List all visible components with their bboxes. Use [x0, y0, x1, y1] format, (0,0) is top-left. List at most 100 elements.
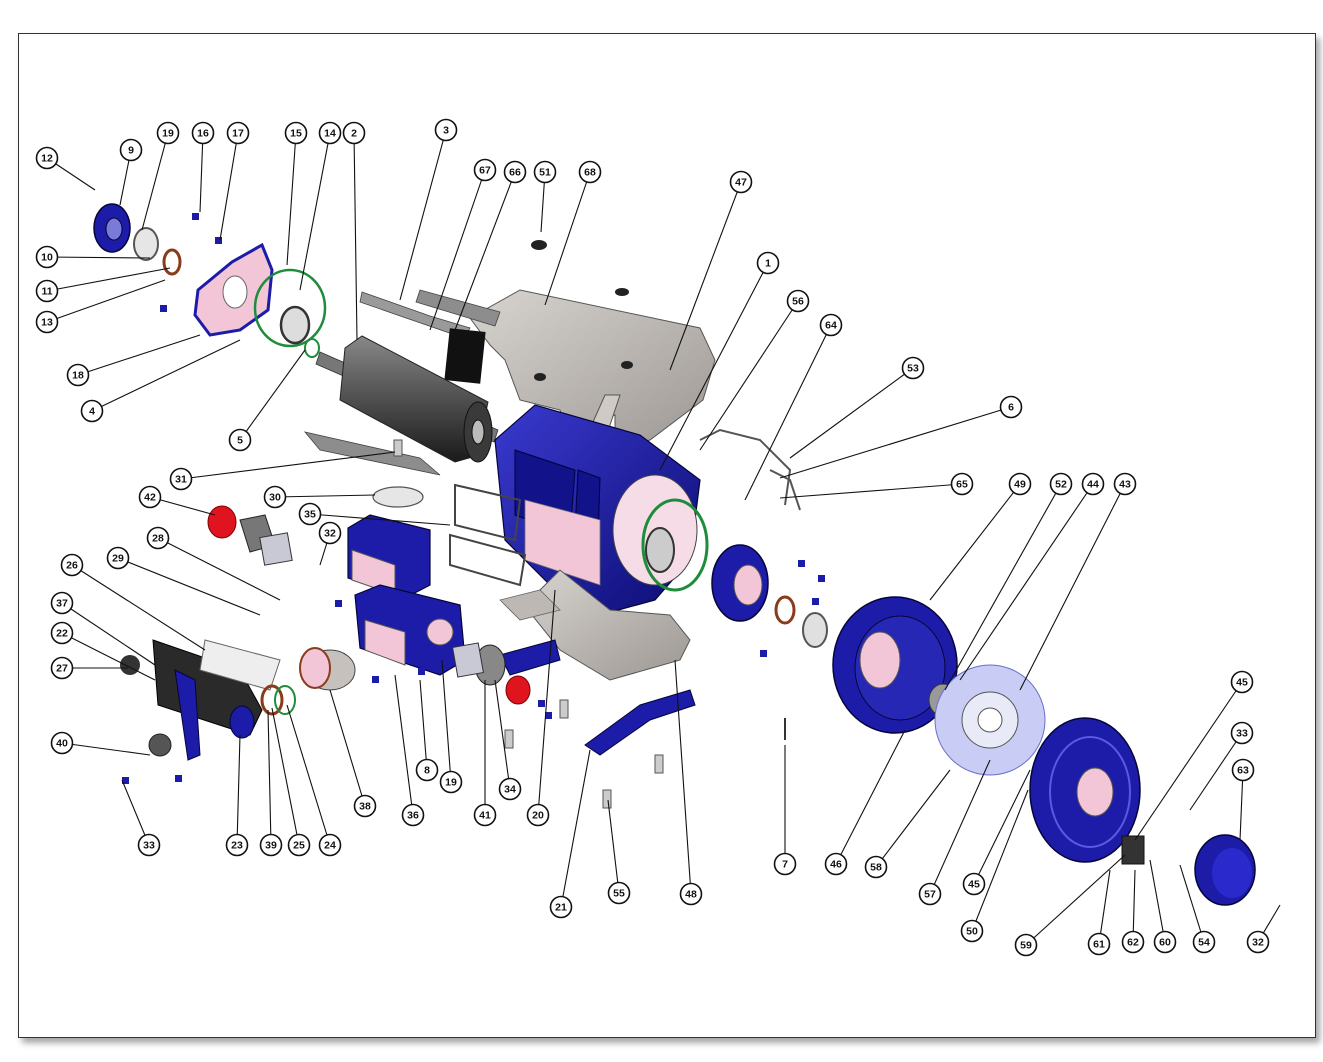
leader-line-18: [77, 334, 201, 376]
leader-line-13: [46, 279, 166, 323]
tube-6: [699, 428, 792, 506]
callout-bubble-49: 49: [1008, 472, 1032, 496]
leader-line-45: [973, 769, 1031, 885]
callout-bubble-21: 21: [549, 895, 573, 919]
bottom-guard-part: [519, 569, 691, 681]
callout-bubble-50: 50: [960, 919, 984, 943]
seal-19-top: [133, 227, 159, 261]
leader-line-2: [353, 132, 358, 341]
gasket-25: [260, 684, 284, 716]
callout-label: 8: [424, 765, 430, 777]
callout-bubble-20: 20: [526, 803, 550, 827]
callout-label: 32: [324, 528, 336, 540]
callout-label: 30: [269, 492, 281, 504]
knob-27: [120, 655, 140, 675]
callout-label: 18: [72, 370, 84, 382]
parts-layer: [93, 203, 1256, 906]
callout-bubble-25: 25: [287, 833, 311, 857]
callout-bubble-57: 57: [918, 882, 942, 906]
callout-label: 51: [539, 167, 551, 179]
callout-bubble-17: 17: [226, 121, 250, 145]
callout-bubble-11: 11: [35, 279, 59, 303]
callout-bubble-24: 24: [318, 833, 342, 857]
red-cap-42: [207, 505, 237, 539]
leader-line-36: [394, 674, 414, 816]
leader-line-8: [419, 679, 428, 771]
callout-bubble-61: 61: [1087, 932, 1111, 956]
leader-line-57: [929, 759, 991, 895]
leader-line-23: [236, 734, 241, 846]
leader-line-11: [46, 267, 171, 292]
callout-bubble-13: 13: [35, 310, 59, 334]
leader-line-28: [157, 537, 281, 601]
callout-bubble-30: 30: [263, 485, 287, 509]
callout-label: 1: [765, 258, 771, 270]
callout-label: 29: [112, 553, 124, 565]
leader-line-62: [1132, 869, 1136, 943]
leader-line-59: [1025, 854, 1126, 946]
filter-flange-left: [259, 532, 293, 566]
callout-bubble-59: 59: [1014, 933, 1038, 957]
fasteners: [122, 213, 825, 784]
leader-line-64: [744, 324, 832, 501]
callout-label: 58: [870, 862, 882, 874]
callout-bubble-14: 14: [318, 121, 342, 145]
leader-line-21: [560, 749, 591, 908]
callout-bubble-43: 43: [1113, 472, 1137, 496]
leader-line-67: [429, 169, 486, 331]
leader-line-6: [779, 406, 1012, 479]
leader-line-22: [61, 632, 156, 681]
leader-line-4: [91, 339, 241, 412]
callout-bubble-3: 3: [434, 118, 458, 142]
callout-bubble-29: 29: [106, 546, 130, 570]
leader-line-33: [121, 779, 150, 846]
callout-label: 34: [504, 784, 516, 796]
plug-top: [615, 288, 629, 296]
gasket-35: [454, 483, 522, 542]
callout-bubble-45: 45: [1230, 670, 1254, 694]
callout-label: 32: [1252, 937, 1264, 949]
filter-flange-right: [452, 642, 484, 678]
callout-label: 45: [1236, 677, 1248, 689]
leader-line-61: [1098, 869, 1111, 945]
callout-label: 21: [555, 902, 567, 914]
callout-bubble-54: 54: [1192, 930, 1216, 954]
callout-bubble-39: 39: [259, 833, 283, 857]
callout-bubble-23: 23: [225, 833, 249, 857]
leader-line-44: [959, 483, 1094, 681]
plug-51: [531, 240, 547, 250]
red-cap-41: [505, 675, 531, 705]
callout-bubble-56: 56: [786, 289, 810, 313]
leader-line-43: [1019, 483, 1126, 691]
leader-line-37: [61, 602, 156, 666]
callout-label: 26: [66, 560, 78, 572]
end-cap-63-face: [1212, 848, 1252, 898]
mounting-foot-21: [584, 689, 696, 756]
callout-label: 45: [968, 879, 980, 891]
leader-line-55: [607, 799, 620, 894]
callout-label: 25: [293, 840, 305, 852]
callout-label: 49: [1014, 479, 1026, 491]
callout-label: 64: [825, 320, 837, 332]
callout-bubble-68: 68: [578, 160, 602, 184]
bottom-guard-tail: [499, 589, 561, 621]
callout-bubble-46: 46: [824, 852, 848, 876]
callout-label: 60: [1159, 937, 1171, 949]
tube-65: [769, 469, 801, 511]
bearing-left: [279, 305, 311, 345]
leader-line-29: [117, 557, 261, 616]
callout-label: 55: [613, 888, 625, 900]
vane-strip-67: [415, 289, 501, 327]
leader-line-68: [544, 171, 591, 306]
leader-line-45: [1134, 681, 1243, 841]
fan-shroud-49-face: [859, 631, 901, 689]
callout-label: 62: [1127, 937, 1139, 949]
fan-cover-plate: [1076, 767, 1114, 817]
callout-bubble-19: 19: [156, 121, 180, 145]
callout-label: 48: [685, 889, 697, 901]
leader-line-5: [239, 349, 306, 441]
leader-line-35: [309, 513, 451, 526]
callout-bubble-63: 63: [1231, 758, 1255, 782]
bearing-right: [645, 527, 675, 573]
callout-label: 28: [152, 533, 164, 545]
